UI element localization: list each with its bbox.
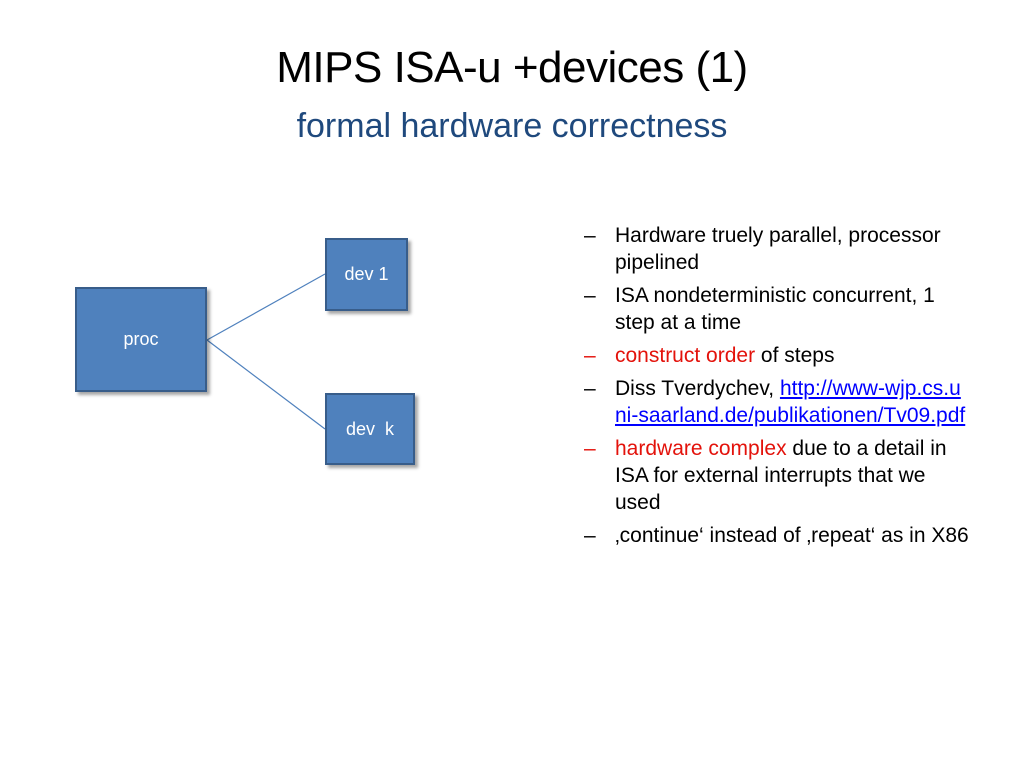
list-item: – construct order of steps [578,342,970,369]
bullet-text: ISA nondeterministic concurrent, 1 step … [615,284,935,334]
publication-link[interactable]: http://www-wjp.cs.uni-saarland.de/publik… [615,377,966,427]
bullet-dash: – [584,437,596,460]
slide-subtitle: formal hardware correctness [296,107,728,145]
dev1-label: dev 1 [344,264,389,284]
bullet-list: – Hardware truely parallel, processor pi… [578,222,970,555]
bullet-text: due to a detail in ISA for external inte… [615,437,947,514]
bullet-dash: – [584,224,596,247]
bullet-dash: – [584,377,596,400]
list-item: – Hardware truely parallel, processor pi… [578,222,970,276]
dev1-box: dev 1 [325,238,408,311]
devk-box: dev k [325,393,415,465]
proc-label: proc [123,329,159,349]
list-item: – hardware complex due to a detail in IS… [578,435,970,516]
bullet-highlight: hardware complex [615,437,787,460]
bullet-text: of steps [755,344,835,367]
list-item: – ‚continue‘ instead of ‚repeat‘ as in X… [578,522,970,549]
list-item: – Diss Tverdychev, http://www-wjp.cs.uni… [578,375,970,429]
bullet-text: Diss Tverdychev, [615,377,780,400]
list-item: – ISA nondeterministic concurrent, 1 ste… [578,282,970,336]
connector-proc-devk [206,339,326,430]
bullet-dash: – [584,344,596,367]
bullet-dash: – [584,284,596,307]
bullet-dash: – [584,524,596,547]
connector-proc-dev1 [206,273,326,341]
bullet-text: ‚continue‘ instead of ‚repeat‘ as in X86 [615,524,969,547]
devk-label: dev k [345,418,395,439]
bullet-text: Hardware truely parallel, processor pipe… [615,224,941,274]
slide-title: MIPS ISA-u +devices (1) [276,43,748,92]
bullet-highlight: construct order [615,344,756,367]
proc-box: proc [75,287,207,392]
